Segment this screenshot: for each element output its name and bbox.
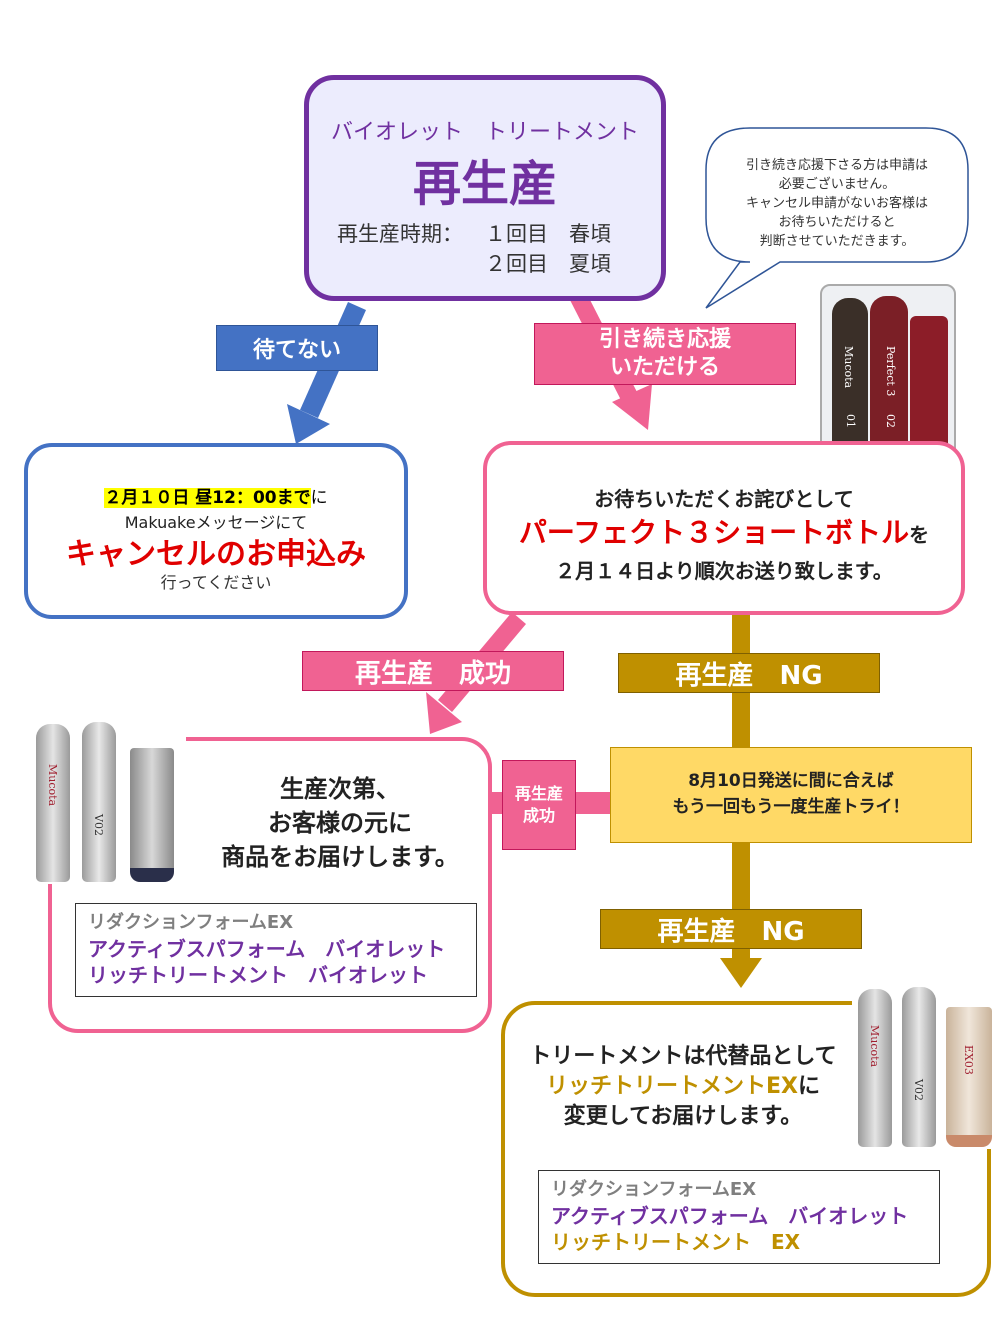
- substitute-product: リッチトリートメントEX: [545, 1074, 798, 1099]
- cancel-box: ２月１０日 昼12：00までに Makuakeメッセージにて キャンセルのお申込…: [24, 443, 408, 619]
- substitute-product-suffix: に: [797, 1074, 820, 1099]
- apology-product-row: パーフェクト３ショートボトルを: [487, 511, 961, 551]
- success-message: 生産次第、 お客様の元に 商品をお届けします。: [190, 772, 490, 874]
- success-bottle-brand: Mucota: [46, 764, 59, 807]
- substitute-line3: 変更してお届けします。: [563, 1104, 803, 1129]
- substitute-bottle-code: V02: [912, 1079, 925, 1101]
- substitute-line1: トリートメントは代替品として: [529, 1044, 837, 1069]
- cancel-deadline-row: ２月１０日 昼12：00までに: [28, 483, 404, 508]
- success-item-treatment: リッチトリートメント バイオレット: [88, 963, 428, 987]
- bottle-brand-text: Mucota: [842, 346, 855, 389]
- success-product-list: リダクションフォームEX アクティブスパフォーム バイオレット リッチトリートメ…: [75, 903, 477, 997]
- success-line3: 商品をお届けします。: [221, 843, 459, 871]
- substitute-bottle-brand: Mucota: [868, 1025, 881, 1068]
- apology-line1: お待ちいただくお詫びとして: [594, 487, 854, 511]
- substitute-products-image: Mucota V02 EX03: [852, 985, 1000, 1149]
- bottle-no2-text: 02: [884, 414, 897, 428]
- bottle-silver-3: [858, 989, 892, 1147]
- success-item-spa: アクティブスパフォーム バイオレット: [88, 937, 446, 961]
- label-side-success: 再生産 成功: [502, 760, 576, 850]
- bubble-text: 引き続き応援下さる方は申請は 必要ございません。 キャンセル申請がないお客様は …: [712, 156, 962, 251]
- tube-silver: [130, 748, 174, 882]
- substitute-item-foam: リダクションフォームEX: [551, 1179, 757, 1200]
- bubble-line: 引き続き応援下さる方は申請は: [745, 158, 928, 173]
- arrow-cannot-wait: [287, 302, 366, 444]
- bubble-line: お待ちいただけると: [778, 215, 896, 230]
- bubble-line: キャンセル申請がないお客様は: [745, 196, 928, 211]
- cancel-deadline: ２月１０日 昼12：00まで: [104, 488, 311, 508]
- reproduction-subtitle: バイオレット トリートメント: [330, 120, 639, 145]
- bubble-line: 判断させていただきます。: [759, 234, 915, 249]
- period-label: 再生産時期：: [337, 222, 463, 246]
- bottle-silver-4: [902, 987, 936, 1147]
- tube-red: [910, 316, 948, 456]
- bottle-dark: [832, 298, 868, 456]
- label-ng-1-text: 再生産 NG: [675, 660, 823, 691]
- success-item-foam: リダクションフォームEX: [88, 912, 294, 933]
- apology-product-suffix: を: [909, 523, 930, 547]
- label-side-success-line2: 成功: [522, 806, 555, 825]
- bottle-no1-text: 01: [844, 414, 857, 428]
- label-side-success-line1: 再生産: [514, 784, 563, 803]
- cancel-via: Makuakeメッセージにて: [124, 513, 308, 532]
- label-ng-1: 再生産 NG: [618, 653, 880, 693]
- tube-champagne: [946, 1007, 992, 1147]
- apology-box: お待ちいただくお詫びとして パーフェクト３ショートボトルを ２月１４日より順次お…: [483, 441, 965, 615]
- reproduction-title: 再生産: [412, 156, 557, 212]
- period-first: １回目 春頃: [485, 222, 611, 246]
- apology-line3: ２月１４日より順次お送り致します。: [555, 559, 893, 583]
- label-continue-line1: 引き続き応援: [598, 327, 731, 352]
- label-cannot-wait-text: 待てない: [252, 338, 341, 363]
- substitute-item-spa: アクティブスパフォーム バイオレット: [551, 1204, 909, 1228]
- cancel-footer: 行ってください: [160, 573, 272, 592]
- substitute-message: トリートメントは代替品として リッチトリートメントEXに 変更してお届けします。: [506, 1042, 860, 1132]
- substitute-product-list: リダクションフォームEX アクティブスパフォーム バイオレット リッチトリートメ…: [538, 1170, 940, 1264]
- success-line2: お客様の元に: [268, 809, 412, 837]
- label-success-text: 再生産 成功: [354, 658, 511, 689]
- cancel-deadline-suffix: に: [310, 488, 328, 508]
- substitute-tube-code: EX03: [962, 1045, 975, 1075]
- period-second: ２回目 夏頃: [485, 252, 611, 276]
- retry-line1: 8月10日発送に間に合えば: [688, 771, 894, 791]
- success-bottle-code: V02: [92, 814, 105, 836]
- perfect3-set-image: Mucota 01 Perfect 3 02: [820, 284, 956, 464]
- label-success: 再生産 成功: [302, 651, 564, 691]
- bottle-silver-1: [36, 724, 70, 882]
- success-products-image: Mucota V02: [26, 718, 186, 884]
- label-cannot-wait: 待てない: [216, 325, 378, 371]
- label-ng-2-text: 再生産 NG: [657, 916, 805, 947]
- success-line1: 生産次第、: [280, 775, 400, 803]
- substitute-product-row: リッチトリートメントEXに: [506, 1072, 860, 1102]
- label-ng-2: 再生産 NG: [600, 909, 862, 949]
- reproduction-box: バイオレット トリートメント 再生産 再生産時期： １回目 春頃 ２回目 夏頃: [304, 75, 666, 301]
- bubble-line: 必要ございません。: [778, 177, 896, 192]
- retry-line2: もう一回もう一度生産トライ！: [672, 797, 910, 817]
- label-continue: 引き続き応援 いただける: [534, 323, 796, 385]
- substitute-item-treatment: リッチトリートメント EX: [551, 1230, 801, 1254]
- bottle-silver-2: [82, 722, 116, 882]
- bottle-set-name: Perfect 3: [884, 346, 897, 397]
- cancel-headline: キャンセルのお申込み: [66, 537, 366, 572]
- label-continue-line2: いただける: [609, 355, 720, 380]
- retry-box: 8月10日発送に間に合えば もう一回もう一度生産トライ！: [610, 747, 972, 843]
- apology-product: パーフェクト３ショートボトル: [518, 516, 910, 549]
- speech-bubble-shape: [705, 127, 969, 309]
- bottle-red: [870, 296, 908, 456]
